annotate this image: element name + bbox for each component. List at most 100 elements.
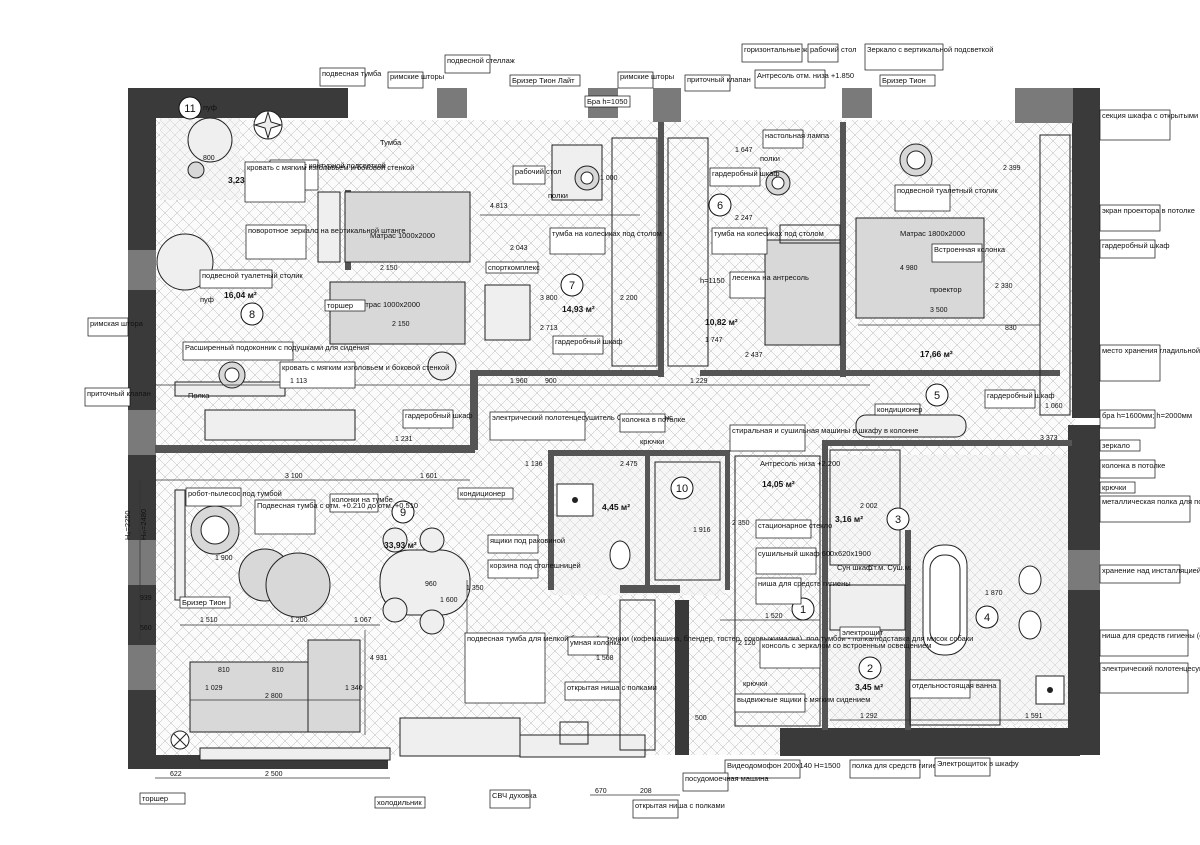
label-tv-h: H₀=2250 (123, 510, 132, 540)
label-wardrobe-5: гардеробный шкаф (987, 391, 1055, 400)
svg-text:1 231: 1 231 (395, 436, 413, 443)
label-hygiene-niche: ниша для средств гигиены (с отм. +1.100 … (1102, 631, 1200, 640)
label-hooks-right: крючки (1102, 483, 1126, 492)
label-shelf: Полка (188, 391, 210, 400)
svg-text:6: 6 (717, 200, 723, 212)
svg-text:1 916: 1 916 (693, 527, 711, 534)
pouf-icon (187, 161, 205, 179)
svg-text:1 113: 1 113 (290, 378, 307, 385)
svg-text:2 247: 2 247 (735, 215, 753, 222)
svg-text:1 510: 1 510 (200, 617, 218, 624)
label-sconce: Бра h=1050 (587, 97, 628, 106)
room-10: 10 4,45 м² (602, 476, 694, 512)
svg-text:3,16 м²: 3,16 м² (835, 514, 863, 524)
svg-text:2 500: 2 500 (265, 771, 283, 778)
svg-text:2 120: 2 120 (738, 640, 756, 647)
svg-text:2 800: 2 800 (265, 693, 283, 700)
svg-text:3,45 м²: 3,45 м² (855, 682, 883, 692)
label-breezer: Бризер Тион (882, 76, 926, 85)
mattress-2 (329, 281, 466, 345)
label-horizontal-blinds: горизонтальные жалюзи (744, 45, 829, 54)
walls (128, 88, 1100, 769)
svg-text:2 150: 2 150 (380, 265, 398, 272)
svg-text:2 200: 2 200 (620, 295, 638, 302)
label-column-tv: колонки на тумбе (332, 495, 393, 504)
label-hanging-cabinet: подвесная тумба (322, 69, 382, 78)
label-hooks-1: крючки (743, 679, 767, 688)
chair-icon (574, 165, 600, 191)
nightstand-round (427, 351, 457, 381)
svg-text:1 601: 1 601 (420, 473, 438, 480)
label-desk: рабочий стол (515, 167, 562, 176)
label-breezer-lite: Бризер Тион Лайт (512, 76, 575, 85)
label-wardrobe-8: гардеробный шкаф (405, 411, 473, 420)
svg-text:1 520: 1 520 (765, 613, 783, 620)
label-electric-cabinet: Электрощиток в шкафу (937, 759, 1019, 768)
room-5: 5 17,66 м² (920, 349, 953, 407)
label-projector: проектор (930, 285, 962, 294)
svg-text:560: 560 (140, 625, 152, 632)
label-ironing: место хранения гладильной доски (1102, 346, 1200, 355)
svg-text:5: 5 (934, 390, 940, 402)
svg-text:3: 3 (895, 514, 901, 526)
room-11: 11 3,23 м² (178, 96, 256, 185)
label-mirror-contour: Зеркало с контурной подсветкой (272, 161, 386, 170)
room-6: 6 10,82 м² (705, 193, 738, 327)
label-closet-st: Ст.м. Суш.м. (868, 563, 912, 572)
swivel-mirror (156, 233, 214, 291)
label-mezz-3: Антресоль низа +2.200 (760, 459, 840, 468)
label-videophone: Видеодомофон 200x140 H=1500 (727, 761, 841, 770)
svg-text:2 399: 2 399 (1003, 165, 1021, 172)
label-builtin-speaker: Встроенная колонка (934, 245, 1006, 254)
label-bed-soft-2: кровать с мягким изголовьем и боковой ст… (282, 363, 449, 372)
mattress-3 (855, 217, 985, 319)
lamp-icon (170, 730, 190, 750)
label-open-shelves: секция шкафа с открытыми полками (1102, 111, 1200, 120)
label-towel-dryer-right: электрический полотенцесушитель Сунержа … (1102, 664, 1200, 673)
svg-text:2 713: 2 713 (540, 325, 558, 332)
svg-text:1 870: 1 870 (985, 590, 1003, 597)
svg-text:939: 939 (140, 595, 152, 602)
room-2: 2 3,45 м² (855, 656, 883, 692)
label-tv-cabinet: Подвесная тумба с отм. +0.210 до отм. +0… (257, 501, 418, 510)
svg-text:4: 4 (984, 612, 990, 624)
label-mirror-vertical: Зеркало с вертикальной подсветкой (867, 45, 993, 54)
svg-text:2 043: 2 043 (510, 245, 528, 252)
room-4: 4 3,16 м² (835, 514, 999, 629)
toilet-icon (1018, 565, 1042, 595)
svg-text:1 060: 1 060 (1045, 403, 1063, 410)
svg-text:670: 670 (595, 788, 607, 795)
svg-text:2 437: 2 437 (745, 352, 763, 359)
label-closet-su: Сун шкаф (837, 563, 872, 572)
label-window-sill: Расширенный подоконник с подушками для с… (185, 343, 369, 352)
svg-text:900: 900 (545, 378, 557, 385)
svg-text:810: 810 (218, 667, 230, 674)
svg-text:3,23 м²: 3,23 м² (228, 175, 256, 185)
svg-text:1 647: 1 647 (735, 147, 753, 154)
label-roman-blinds-1: римские шторы (390, 72, 444, 81)
label-pouf-8: пуф (200, 295, 214, 304)
svg-text:2 002: 2 002 (860, 503, 878, 510)
toilet-icon (1018, 610, 1042, 640)
mattress-1 (344, 191, 471, 263)
svg-text:11: 11 (184, 103, 195, 115)
svg-text:10,82 м²: 10,82 м² (705, 317, 738, 327)
svg-text:1 350: 1 350 (466, 585, 484, 592)
svg-text:4 980: 4 980 (900, 265, 918, 272)
label-washing: стиральная и сушильная машины в шкафу в … (732, 426, 918, 435)
table-round (187, 117, 233, 163)
svg-text:2 150: 2 150 (392, 321, 410, 328)
svg-text:2: 2 (867, 663, 873, 675)
label-drawers-seat: выдвижные ящики с мягким сидением (737, 695, 870, 704)
label-hanging-table-5: подвесной туалетный столик (897, 186, 998, 195)
label-supply-valve-left: приточный клапан (87, 389, 151, 398)
label-open-niche: открытая ниша с полками (567, 683, 657, 692)
svg-text:1 229: 1 229 (690, 378, 708, 385)
label-bed-soft: кровать с мягким изголовьем и боковой ст… (247, 163, 414, 172)
label-metal-shelf: металлическая полка для полотенец (h=540… (1102, 497, 1200, 506)
label-desk-lamp: настольная лампа (765, 131, 830, 140)
chair-icon (190, 505, 240, 555)
svg-text:1 568: 1 568 (596, 655, 614, 662)
label-dryer-closet: сушильный шкаф 600х620х1900 (758, 549, 871, 558)
svg-text:1: 1 (800, 604, 806, 616)
